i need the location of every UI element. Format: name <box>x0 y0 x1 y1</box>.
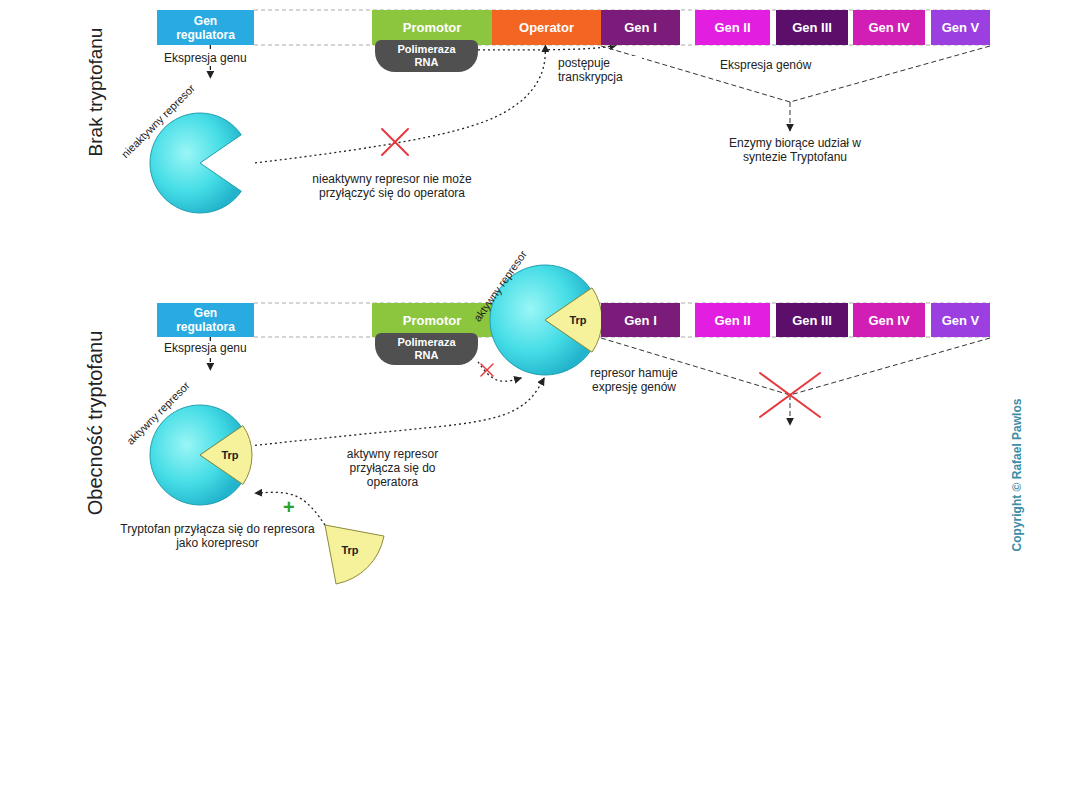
box-label: Gen V <box>942 313 980 328</box>
tryptophan-label: Trp <box>569 314 586 326</box>
box-label: Promotor <box>403 20 462 35</box>
rna-polymerase: Polimeraza RNA <box>375 333 478 365</box>
box-label: Gen III <box>792 20 832 35</box>
tryptophan-wedge <box>545 288 602 352</box>
tryptophan-molecule: Trp <box>325 525 387 587</box>
plus-sign: + <box>283 496 295 518</box>
repressor-body <box>150 113 241 213</box>
edge-label: Ekspresja genu <box>162 51 249 65</box>
dna-strand-outline <box>254 10 990 337</box>
cross-stroke <box>382 129 408 155</box>
edge-label: Tryptofan przyłącza się do represora jak… <box>118 522 317 550</box>
tryptophan-corepressor: Trp <box>200 420 258 490</box>
gene-box: Gen III <box>776 10 848 45</box>
tryptophan-wedge <box>200 426 252 485</box>
cross-stroke <box>760 373 820 417</box>
edge-label: Ekspresja genu <box>162 341 249 355</box>
box-label: Gen II <box>714 313 750 328</box>
gene-box: Gen IV <box>853 303 925 337</box>
cross-stroke <box>481 364 493 376</box>
gene-box: Gen III <box>776 303 848 337</box>
connector-arrow <box>478 45 617 50</box>
polymerase-label: Polimeraza RNA <box>391 336 463 362</box>
polymerase-label: Polimeraza RNA <box>391 43 463 69</box>
panel-title: Brak tryptofanu <box>85 28 106 157</box>
panel-title: Obecność tryptofanu <box>84 331 106 516</box>
repressor-body <box>150 405 241 505</box>
copyright-watermark: Copyright © Rafael Pawlos <box>1010 399 1024 552</box>
block-cross <box>481 364 493 376</box>
inactive-repressor: nieaktywny represor <box>135 78 255 215</box>
box-label: Gen IV <box>868 313 909 328</box>
box-label: Operator <box>519 20 574 35</box>
tryptophan-shape <box>325 525 387 587</box>
cross-stroke <box>760 373 820 417</box>
cross-stroke <box>481 364 493 376</box>
expression-line <box>790 338 990 395</box>
promoter-box: Promotor <box>372 303 492 337</box>
tryptophan-label: Trp <box>341 544 358 556</box>
box-label: Gen V <box>942 20 980 35</box>
note-label: Enzymy biorące udział w syntezie Tryptof… <box>710 136 880 164</box>
expression-arrow <box>790 102 791 131</box>
box-label: Gen III <box>792 313 832 328</box>
note-label: represor hamuje expresję genów <box>580 366 688 394</box>
gene-box: Gen I <box>601 303 680 337</box>
expression-arrow <box>790 395 791 425</box>
block-cross <box>760 373 820 417</box>
box-label: Gen regulatora <box>170 14 242 42</box>
active-repressor: aktywny represorTrp <box>470 250 605 378</box>
note-label: Ekspresja genów <box>720 58 811 72</box>
edge-label: postępuje transkrypcja <box>556 56 642 84</box>
connector-arrow <box>255 378 544 445</box>
box-label: Promotor <box>403 313 462 328</box>
block-cross <box>382 129 408 155</box>
box-label: Gen I <box>624 313 657 328</box>
operator-box: Operator <box>492 10 601 45</box>
tryptophan-wedge <box>325 525 384 584</box>
cross-stroke <box>382 129 408 155</box>
repressor-shape <box>135 78 255 215</box>
gene-box: Gen V <box>931 303 990 337</box>
gene-box: Gen IV <box>853 10 925 45</box>
tryptophan-label: Trp <box>221 449 238 461</box>
expression-line <box>790 46 990 102</box>
tryptophan-corepressor: Trp <box>545 285 605 355</box>
gene-box: Gen II <box>695 10 770 45</box>
box-label: Gen IV <box>868 20 909 35</box>
box-label: Gen regulatora <box>170 306 242 334</box>
gene-box: Gen I <box>601 10 680 45</box>
edge-label: nieaktywny represor nie może przyłączyć … <box>310 172 474 200</box>
active-repressor: aktywny represorTrp <box>135 370 255 507</box>
box-label: Gen I <box>624 20 657 35</box>
edge-label: aktywny represor przyłącza się do operat… <box>338 447 447 489</box>
rna-polymerase: Polimeraza RNA <box>375 40 478 72</box>
gene-box: Gen II <box>695 303 770 337</box>
box-label: Gen II <box>714 20 750 35</box>
gene-box: Gen V <box>931 10 990 45</box>
regulator-gene-box: Gen regulatora <box>157 303 254 337</box>
connector-arrow <box>255 492 325 525</box>
regulator-gene-box: Gen regulatora <box>157 10 254 45</box>
